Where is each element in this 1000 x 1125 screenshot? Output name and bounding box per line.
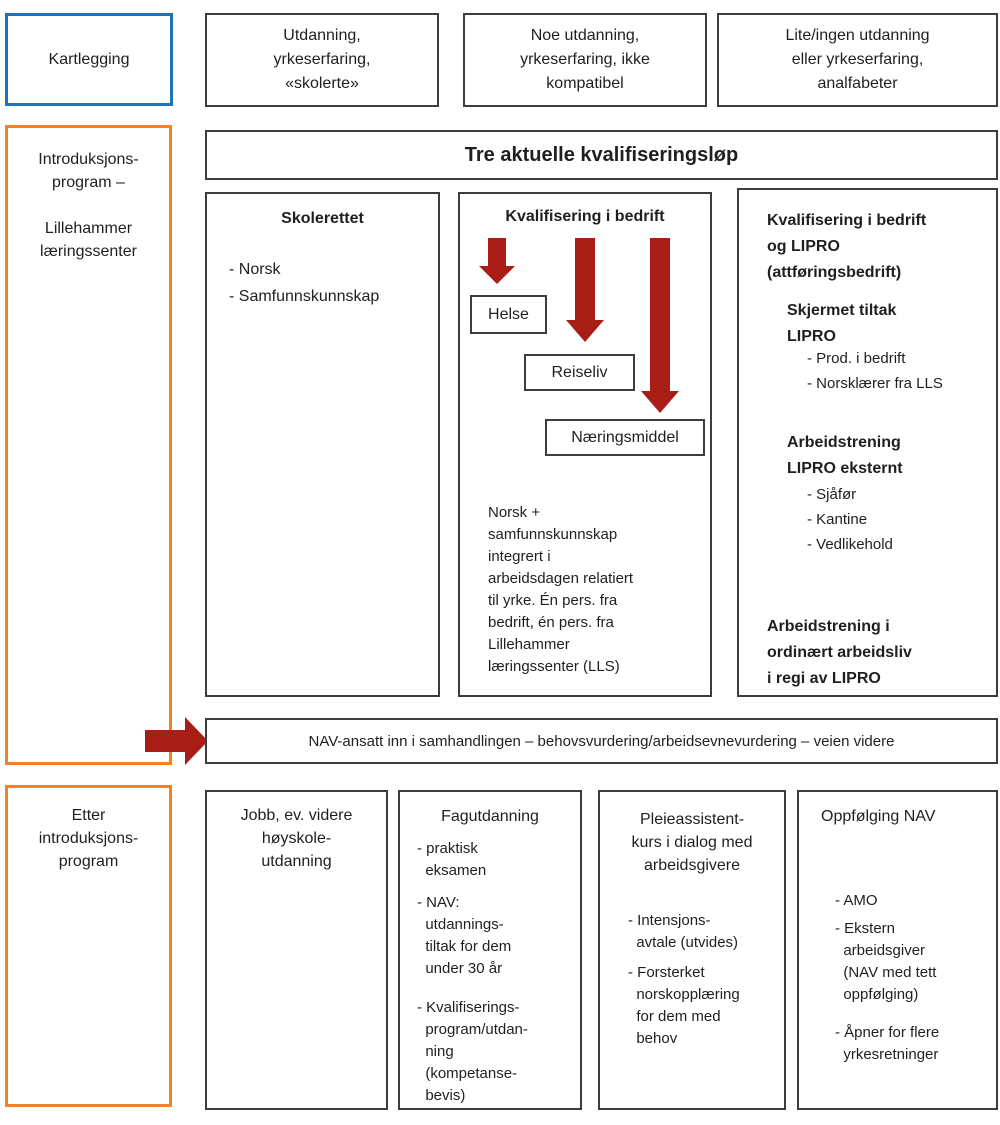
main-title-bar: Tre aktuelle kvalifiseringsløp — [205, 130, 998, 180]
lipro-column: Kvalifisering i bedrift og LIPRO (attfør… — [737, 188, 998, 697]
lipro-title: Kvalifisering i bedrift og LIPRO (attfør… — [767, 212, 927, 281]
oppfolging-nav-item-group: - Åpner for flere yrkesretninger — [835, 1024, 940, 1063]
fagutdanning-title: Fagutdanning — [441, 808, 539, 825]
right-arrow-icon-nav — [145, 717, 208, 765]
pleieassistent-box: Pleieassistent- kurs i dialog med arbeid… — [598, 790, 786, 1110]
skjermet-tiltak-items: - Prod. i bedrift - Norsklærer fra LLS — [807, 350, 943, 392]
kartlegging-box: Kartlegging — [5, 13, 173, 106]
fagutdanning-item-group: - praktisk eksamen — [417, 840, 487, 879]
pleieassistent-title: Pleieassistent- kurs i dialog med arbeid… — [631, 811, 753, 874]
skjermet-tiltak-title: Skjermet tiltak LIPRO — [787, 302, 897, 345]
nav-bar: NAV-ansatt inn i samhandlingen – behovsv… — [205, 718, 998, 764]
reiseliv-label: Reiseliv — [551, 363, 608, 381]
pleieassistent-item-group: - Intensjons- avtale (utvides) — [628, 912, 739, 951]
top-box-noe-utdanning-label: Noe utdanning, yrkeserfaring, ikke kompa… — [520, 27, 650, 92]
helse-label: Helse — [488, 305, 529, 323]
naeringsmiddel-box: Næringsmiddel — [545, 419, 705, 456]
arbeidstrening-ordinaert-title: Arbeidstrening i ordinært arbeidsliv i r… — [767, 618, 912, 687]
main-title: Tre aktuelle kvalifiseringsløp — [464, 143, 739, 166]
pleieassistent-item-group: - Forsterket norskopplæring for dem med … — [628, 964, 740, 1047]
top-box-utdanning-label: Utdanning, yrkeserfaring, «skolerte» — [273, 27, 371, 92]
skolerettet-column: Skolerettet - Norsk - Samfunnskunnskap — [205, 192, 440, 697]
kartlegging-label: Kartlegging — [48, 50, 130, 68]
nav-bar-label: NAV-ansatt inn i samhandlingen – behovsv… — [308, 732, 895, 750]
jobb-box: Jobb, ev. videre høyskole- utdanning — [205, 790, 388, 1110]
oppfolging-nav-title: Oppfølging NAV — [821, 808, 936, 825]
etter-introduksjonsprogram-label: Etter introduksjons- program — [38, 807, 139, 870]
down-arrow-icon-reiseliv — [566, 238, 604, 342]
skolerettet-items: - Norsk - Samfunnskunnskap — [229, 261, 380, 305]
introduksjonsprogram-box: Introduksjons- program – Lillehammer lær… — [5, 125, 172, 765]
jobb-label: Jobb, ev. videre høyskole- utdanning — [240, 807, 353, 870]
reiseliv-box: Reiseliv — [524, 354, 635, 391]
top-box-lite-utdanning-label: Lite/ingen utdanning eller yrkeserfaring… — [785, 27, 930, 92]
bedrift-paragraph: Norsk + samfunnskunnskap integrert i arb… — [488, 504, 634, 675]
etter-introduksjonsprogram-box: Etter introduksjons- program — [5, 785, 172, 1107]
naeringsmiddel-label: Næringsmiddel — [571, 428, 679, 446]
helse-box: Helse — [470, 295, 547, 334]
top-box-noe-utdanning: Noe utdanning, yrkeserfaring, ikke kompa… — [463, 13, 707, 107]
down-arrow-icon-helse — [479, 238, 515, 284]
oppfolging-nav-item-group: - AMO — [835, 892, 878, 909]
skolerettet-title: Skolerettet — [281, 210, 364, 227]
kvalifisering-bedrift-column: Kvalifisering i bedrift Helse Reiseliv N… — [458, 192, 712, 697]
arbeidstrening-eksternt-items: - Sjåfør - Kantine - Vedlikehold — [807, 486, 893, 553]
down-arrow-icon-naeringsmiddel — [641, 238, 679, 413]
top-box-lite-utdanning: Lite/ingen utdanning eller yrkeserfaring… — [717, 13, 998, 107]
oppfolging-nav-box: Oppfølging NAV - AMO - Ekstern arbeidsgi… — [797, 790, 998, 1110]
arbeidstrening-eksternt-title: Arbeidstrening LIPRO eksternt — [787, 434, 903, 477]
introduksjonsprogram-label: Introduksjons- program – Lillehammer lær… — [38, 151, 139, 260]
top-box-utdanning: Utdanning, yrkeserfaring, «skolerte» — [205, 13, 439, 107]
kvalifisering-bedrift-title: Kvalifisering i bedrift — [505, 208, 665, 225]
fagutdanning-item-group: - NAV: utdannings- tiltak for dem under … — [417, 894, 512, 977]
fagutdanning-box: Fagutdanning - praktisk eksamen - NAV: u… — [398, 790, 582, 1110]
oppfolging-nav-item-group: - Ekstern arbeidsgiver (NAV med tett opp… — [835, 920, 937, 1003]
fagutdanning-item-group: - Kvalifiserings- program/utdan- ning (k… — [417, 999, 528, 1104]
